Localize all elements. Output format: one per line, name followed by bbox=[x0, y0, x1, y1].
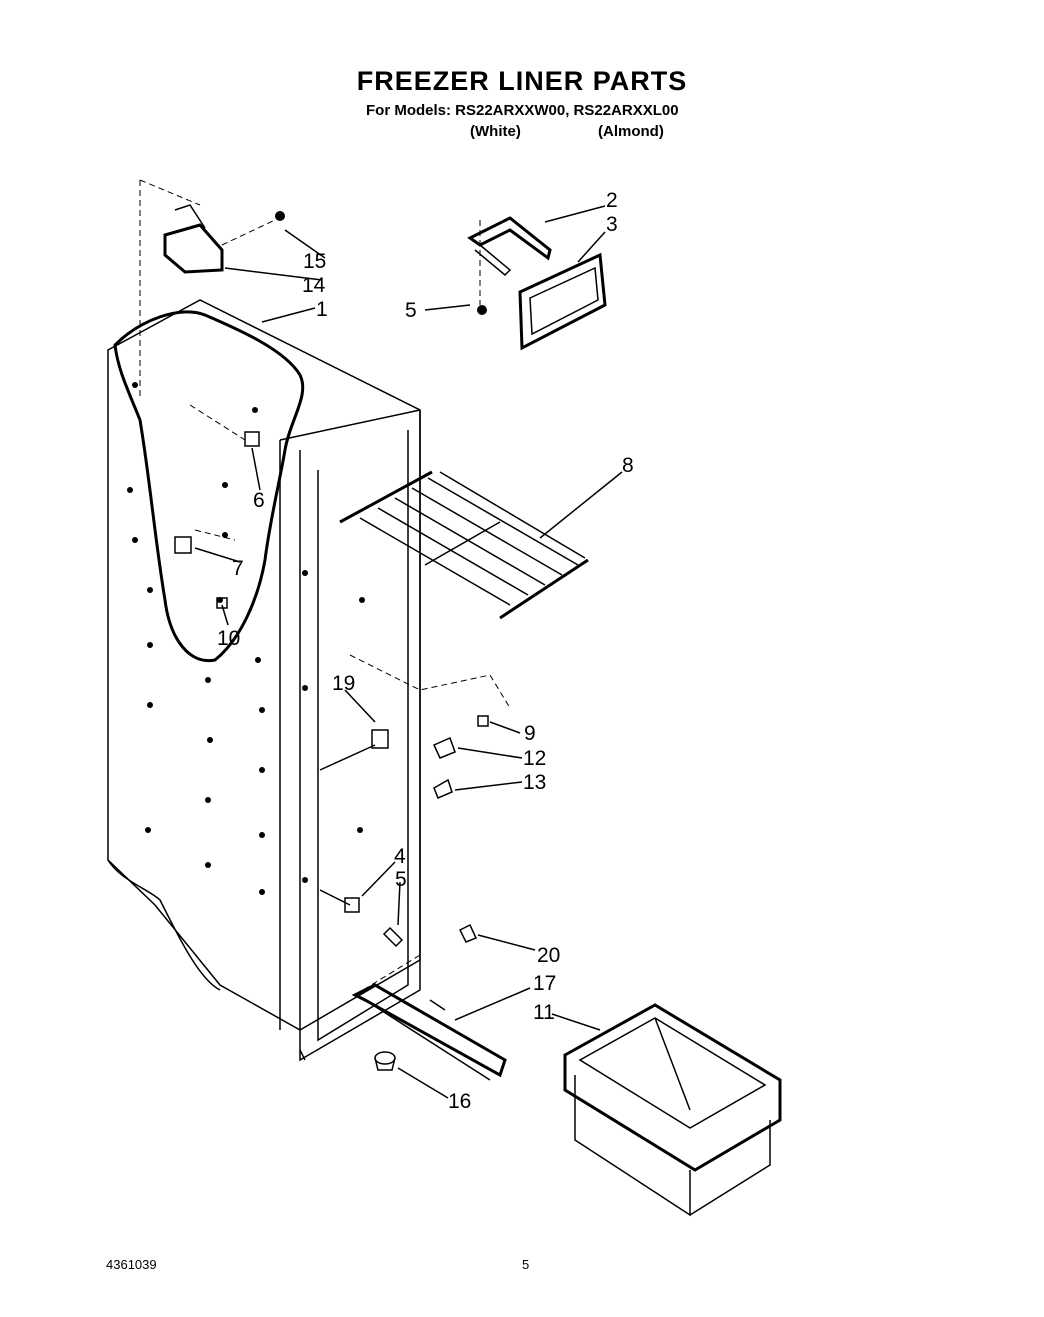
callout-label: 8 bbox=[622, 454, 634, 477]
page-title: FREEZER LINER PARTS bbox=[356, 66, 688, 96]
callout-label: 9 bbox=[524, 722, 536, 745]
callout-label: 6 bbox=[253, 489, 265, 512]
bracket-part-2-shield-part-3 bbox=[467, 216, 607, 351]
callout-label: 5 bbox=[405, 299, 417, 322]
foot-part-16 bbox=[374, 1051, 396, 1071]
rail-part-17 bbox=[351, 954, 507, 1081]
callout-label: 3 bbox=[606, 213, 618, 236]
page-number: 5 bbox=[522, 1257, 530, 1272]
callout-label: 13 bbox=[523, 771, 546, 794]
document-number: 4361039 bbox=[106, 1257, 157, 1272]
callout-label: 7 bbox=[232, 557, 244, 580]
callout-label: 2 bbox=[606, 189, 618, 212]
callout-label: 1 bbox=[316, 298, 328, 321]
callout-label: 4 bbox=[394, 845, 406, 868]
callout-label: 15 bbox=[303, 250, 326, 273]
freezer-liner-drawing bbox=[107, 179, 421, 1062]
callout-label: 16 bbox=[448, 1090, 471, 1113]
callout-numbers: 15 14 1 2 3 5 6 7 10 8 19 9 12 13 4 5 20… bbox=[217, 189, 634, 1113]
variant-white-label: (White) bbox=[470, 123, 521, 140]
callout-label: 17 bbox=[533, 972, 556, 995]
callout-label: 10 bbox=[217, 627, 240, 650]
bin-part-11 bbox=[563, 1003, 782, 1217]
shelf-part-8 bbox=[339, 470, 589, 620]
callout-label: 12 bbox=[523, 747, 546, 770]
callout-label: 14 bbox=[302, 274, 326, 297]
callout-label: 19 bbox=[332, 672, 355, 695]
callout-label: 5 bbox=[395, 868, 407, 891]
small-fasteners bbox=[174, 404, 511, 948]
models-line: For Models: RS22ARXXW00, RS22ARXXL00 bbox=[366, 102, 679, 119]
leader-lines bbox=[194, 205, 623, 1099]
bracket-part-14 bbox=[163, 204, 285, 274]
callout-label: 20 bbox=[537, 944, 560, 967]
callout-label: 11 bbox=[533, 1001, 555, 1024]
variant-almond-label: (Almond) bbox=[598, 123, 664, 140]
